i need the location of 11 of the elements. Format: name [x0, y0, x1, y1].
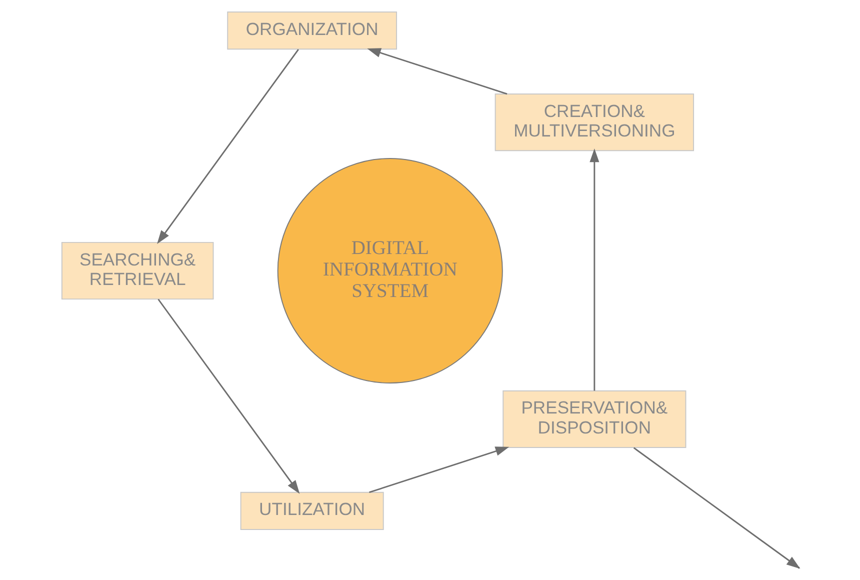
node-box: ORGANIZATION: [226, 12, 397, 50]
arrow: [368, 446, 509, 494]
node-box: SEARCHING& RETRIEVAL: [60, 242, 214, 300]
arrow: [366, 48, 507, 95]
arrow: [589, 148, 599, 391]
arrow: [157, 298, 300, 494]
node-box: UTILIZATION: [240, 492, 384, 530]
arrow: [156, 48, 298, 244]
node-circle: DIGITAL INFORMATION SYSTEM: [276, 158, 502, 384]
node-box: CREATION& MULTIVERSIONING: [494, 94, 694, 152]
node-box: PRESERVATION& DISPOSITION: [502, 390, 686, 448]
